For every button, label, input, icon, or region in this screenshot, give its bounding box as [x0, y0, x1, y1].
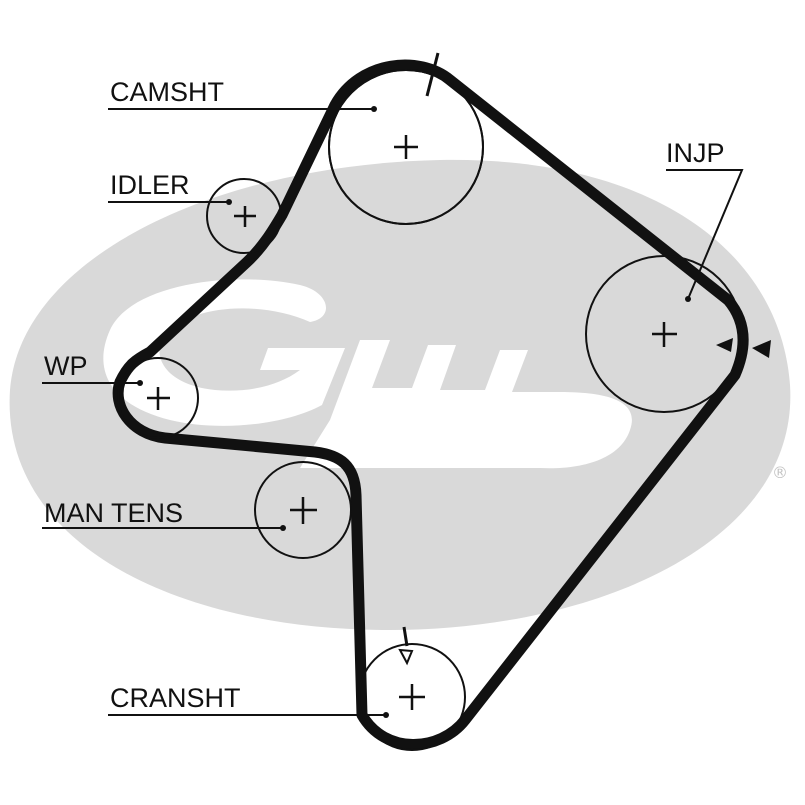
watermark-letters: [300, 340, 632, 469]
injection-pump-leader: [666, 169, 744, 300]
manual-tensioner-pulley: [254, 461, 352, 559]
manual-tensioner-label: MAN TENS: [44, 498, 183, 528]
camshaft-center-cross: [394, 135, 418, 159]
leader-lines: [42, 108, 744, 716]
crankshaft-timing-arrow: [398, 648, 414, 666]
watermark-g-letter: [103, 279, 345, 426]
injection-pump-center-cross: [652, 322, 677, 347]
gates-watermark-logo: ®: [9, 159, 791, 630]
crankshaft-pulley: [358, 626, 466, 751]
camshaft-label: CAMSHT: [110, 77, 224, 107]
manual-tensioner-center-cross: [290, 497, 317, 524]
idler-label: IDLER: [110, 170, 190, 200]
idler-center-cross: [234, 206, 256, 227]
timing-belt: [112, 59, 749, 750]
injection-pump-timing-arrow-inner: [716, 338, 733, 352]
camshaft-pulley: [328, 52, 484, 225]
camshaft-timing-mark: [425, 52, 440, 97]
crankshaft-label: CRANSHT: [110, 683, 241, 713]
water-pump-label: WP: [44, 351, 88, 381]
registered-trademark-mark: ®: [772, 463, 788, 482]
injection-pump-label: INJP: [666, 138, 725, 168]
injection-pump-pulley: [585, 255, 771, 413]
water-pump-pulley: [117, 357, 199, 439]
water-pump-center-cross: [147, 387, 170, 410]
crankshaft-center-cross: [399, 684, 425, 710]
crankshaft-timing-mark: [402, 626, 409, 647]
idler-pulley: [206, 178, 282, 254]
injection-pump-timing-arrow-outer: [752, 340, 771, 358]
